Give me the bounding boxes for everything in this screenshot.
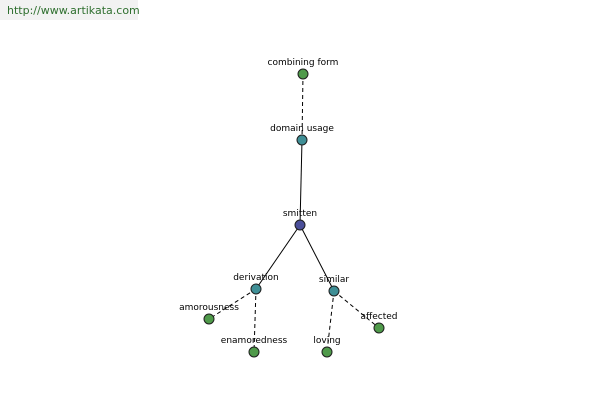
edge-smitten-to-derivation — [255, 224, 301, 290]
edge-domain-usage-to-smitten — [299, 139, 303, 226]
node-dot-smitten[interactable] — [294, 219, 306, 231]
edge-derivation-to-enamoredness — [253, 288, 257, 353]
edge-similar-to-loving — [326, 290, 335, 353]
node-label-affected: affected — [361, 312, 398, 322]
node-label-combining-form: combining form — [268, 58, 339, 68]
node-label-similar: similar — [319, 275, 349, 285]
node-dot-affected[interactable] — [373, 322, 385, 334]
node-dot-amorousness[interactable] — [203, 313, 215, 325]
node-label-derivation: derivation — [233, 273, 279, 283]
node-label-enamoredness: enamoredness — [221, 336, 288, 346]
node-loving[interactable]: loving — [313, 336, 341, 358]
site-url-link[interactable]: http://www.artikata.com — [7, 4, 140, 17]
node-dot-combining-form[interactable] — [297, 68, 309, 80]
node-dot-loving[interactable] — [321, 346, 333, 358]
node-combining-form[interactable]: combining form — [268, 58, 339, 80]
node-label-amorousness: amorousness — [179, 303, 239, 313]
node-dot-domain-usage[interactable] — [296, 134, 308, 146]
node-label-smitten: smitten — [283, 209, 317, 219]
node-smitten[interactable]: smitten — [283, 209, 317, 231]
node-derivation[interactable]: derivation — [233, 273, 279, 295]
node-dot-derivation[interactable] — [250, 283, 262, 295]
node-label-domain-usage: domain usage — [270, 124, 334, 134]
node-domain-usage[interactable]: domain usage — [270, 124, 334, 146]
node-affected[interactable]: affected — [361, 312, 398, 334]
node-enamoredness[interactable]: enamoredness — [221, 336, 288, 358]
edge-derivation-to-amorousness — [208, 288, 257, 320]
nodes-layer: combining form domain usage smitten derivat… — [179, 58, 398, 358]
node-dot-enamoredness[interactable] — [248, 346, 260, 358]
node-amorousness[interactable]: amorousness — [179, 303, 239, 325]
node-label-loving: loving — [313, 336, 340, 346]
edges-layer — [208, 73, 380, 353]
edge-smitten-to-similar — [299, 224, 335, 292]
node-similar[interactable]: similar — [319, 275, 349, 297]
url-banner: http://www.artikata.com — [0, 0, 140, 20]
node-dot-similar[interactable] — [328, 285, 340, 297]
edge-similar-to-affected — [333, 290, 380, 329]
